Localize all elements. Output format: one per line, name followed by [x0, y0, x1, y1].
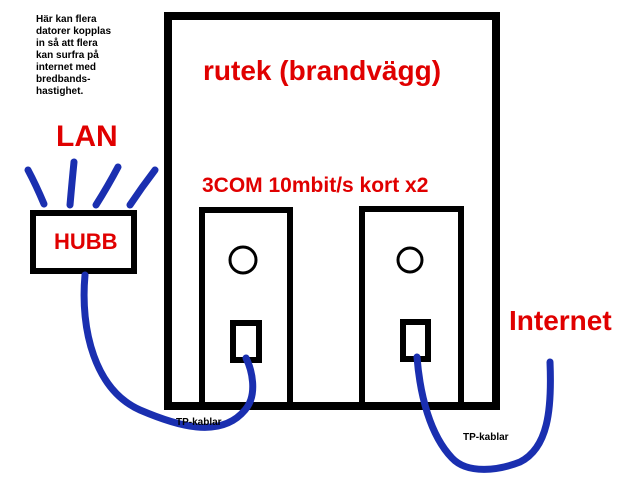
- tp-cable-left-label: TP-kablar: [176, 417, 222, 428]
- nic-led-left: [228, 245, 258, 275]
- info-note: Här kan flera datorer kopplas in så att …: [36, 14, 156, 98]
- tp-cable-left: [80, 271, 257, 431]
- note-line: bredbands-: [36, 74, 91, 85]
- tp-cable-right-label: TP-kablar: [463, 432, 509, 443]
- note-line: hastighet.: [36, 86, 84, 97]
- hub-label: HUBB: [54, 229, 118, 254]
- nic-card-left: [199, 207, 293, 409]
- nic-port-right: [400, 319, 431, 362]
- lan-cable-3: [92, 163, 122, 209]
- nic-label: 3COM 10mbit/s kort x2: [202, 174, 429, 197]
- note-line: datorer kopplas: [36, 26, 112, 37]
- internet-label: Internet: [509, 305, 612, 336]
- lan-cable-2: [66, 158, 78, 209]
- note-line: kan surfra på: [36, 50, 99, 61]
- hub-box: [30, 210, 137, 274]
- note-line: Här kan flera: [36, 14, 97, 25]
- nic-card-right: [359, 206, 464, 409]
- nic-led-right: [396, 246, 424, 274]
- lan-label: LAN: [56, 120, 118, 153]
- nic-port-left: [230, 320, 262, 363]
- lan-cable-1: [24, 166, 48, 208]
- router-label: rutek (brandvägg): [203, 55, 442, 86]
- lan-cable-4: [126, 166, 159, 209]
- lan-cables: [24, 158, 159, 209]
- note-line: in så att flera: [36, 38, 98, 49]
- tp-cable-right: [413, 353, 554, 473]
- note-line: internet med: [36, 62, 97, 73]
- router-box: [164, 12, 500, 410]
